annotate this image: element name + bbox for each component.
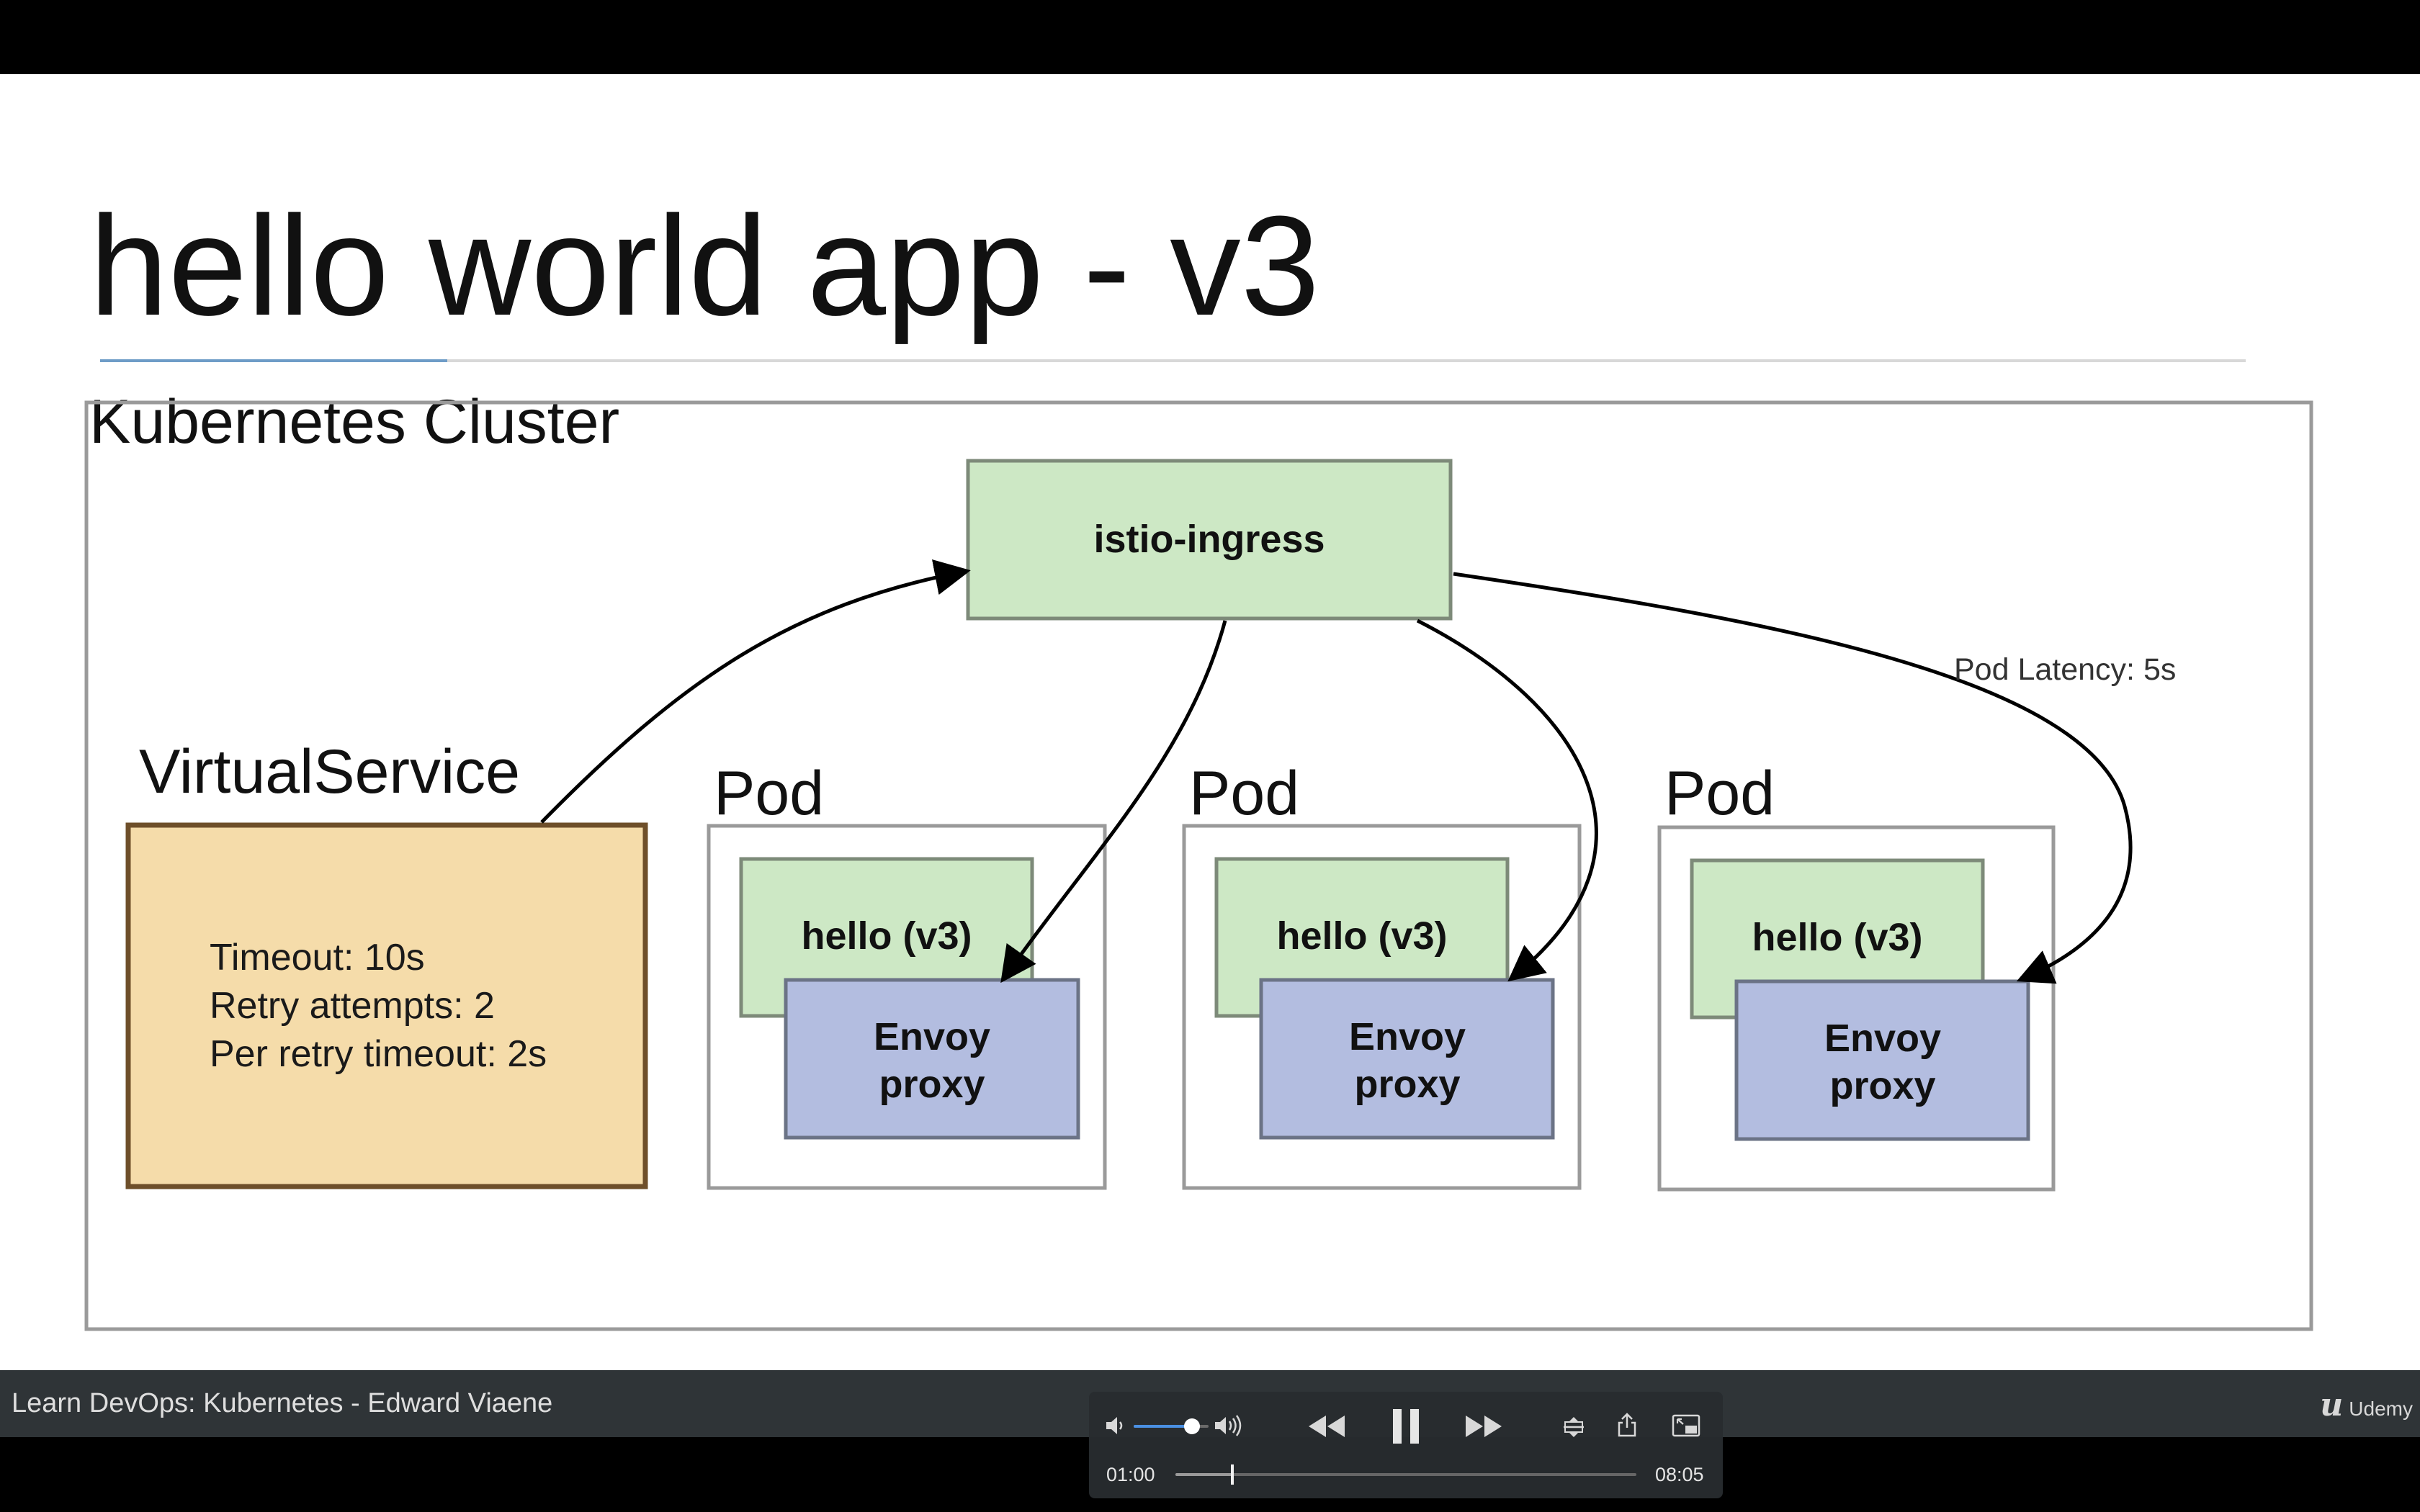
course-title: Learn DevOps: Kubernetes - Edward Viaene — [12, 1388, 553, 1418]
pod-latency-label: Pod Latency: 5s — [1954, 652, 2176, 687]
progress-playhead[interactable] — [1231, 1464, 1234, 1485]
envoy-proxy-label: proxy — [879, 1063, 985, 1106]
fast-forward-icon[interactable] — [1464, 1413, 1504, 1439]
video-player-controls: 01:00 08:05 — [1089, 1392, 1723, 1498]
envoy-proxy-label: Envoy — [874, 1015, 990, 1058]
volume-fill — [1134, 1425, 1193, 1428]
picture-in-picture-icon[interactable] — [1671, 1413, 1701, 1438]
hello-app-label: hello (v3) — [1276, 914, 1447, 958]
volume-high-icon[interactable] — [1213, 1413, 1245, 1438]
virtual-service-retry-attempts: Retry attempts: 2 — [210, 985, 495, 1027]
pod-label: Pod — [1664, 759, 1775, 828]
title-divider-accent — [100, 359, 447, 362]
share-icon[interactable] — [1616, 1412, 1638, 1438]
udemy-brand-text: Udemy — [2349, 1398, 2413, 1420]
virtual-service-per-retry-timeout: Per retry timeout: 2s — [210, 1033, 547, 1075]
arrow-ingress-to-pod-1 — [1000, 620, 1227, 984]
progress-bar[interactable] — [1175, 1464, 1636, 1485]
virtual-service-box: Timeout: 10s Retry attempts: 2 Per retry… — [125, 822, 648, 1189]
rewind-icon[interactable] — [1307, 1413, 1347, 1439]
arrow-ingress-to-pod-2 — [1416, 618, 1598, 982]
current-time: 01:00 — [1106, 1464, 1155, 1485]
volume-slider[interactable] — [1134, 1418, 1209, 1434]
hello-app-label: hello (v3) — [801, 914, 972, 958]
cluster-boundary — [84, 400, 2313, 1331]
pod-box: hello (v3) Envoy proxy — [1657, 825, 2056, 1192]
virtual-service-label: VirtualService — [139, 737, 520, 806]
udemy-logo-icon: u — [2320, 1387, 2344, 1423]
hello-app-label: hello (v3) — [1752, 916, 1922, 959]
progress-fill — [1175, 1473, 1233, 1476]
envoy-proxy-label: proxy — [1354, 1063, 1460, 1106]
pod-label: Pod — [1189, 759, 1299, 828]
pod-box: hello (v3) Envoy proxy — [707, 824, 1107, 1190]
pause-icon[interactable] — [1389, 1406, 1423, 1446]
resize-icon[interactable] — [1561, 1415, 1586, 1439]
pod-label: Pod — [714, 759, 824, 828]
duration: 08:05 — [1655, 1464, 1704, 1485]
slide-title: hello world app - v3 — [89, 186, 1320, 345]
volume-handle[interactable] — [1184, 1418, 1201, 1434]
pod-box: hello (v3) Envoy proxy — [1182, 824, 1582, 1190]
envoy-proxy-label: proxy — [1829, 1064, 1935, 1107]
envoy-proxy-label: Envoy — [1824, 1017, 1941, 1060]
istio-ingress-node: istio-ingress — [966, 459, 1453, 621]
envoy-proxy-label: Envoy — [1349, 1015, 1466, 1058]
arrow-virtualservice-to-ingress — [540, 559, 971, 824]
istio-ingress-label: istio-ingress — [1093, 518, 1325, 561]
title-divider — [100, 359, 2246, 362]
virtual-service-timeout: Timeout: 10s — [210, 937, 425, 978]
arrow-ingress-to-pod-3 — [1453, 572, 2133, 984]
progress-track — [1175, 1473, 1636, 1476]
volume-low-icon[interactable] — [1103, 1413, 1128, 1438]
